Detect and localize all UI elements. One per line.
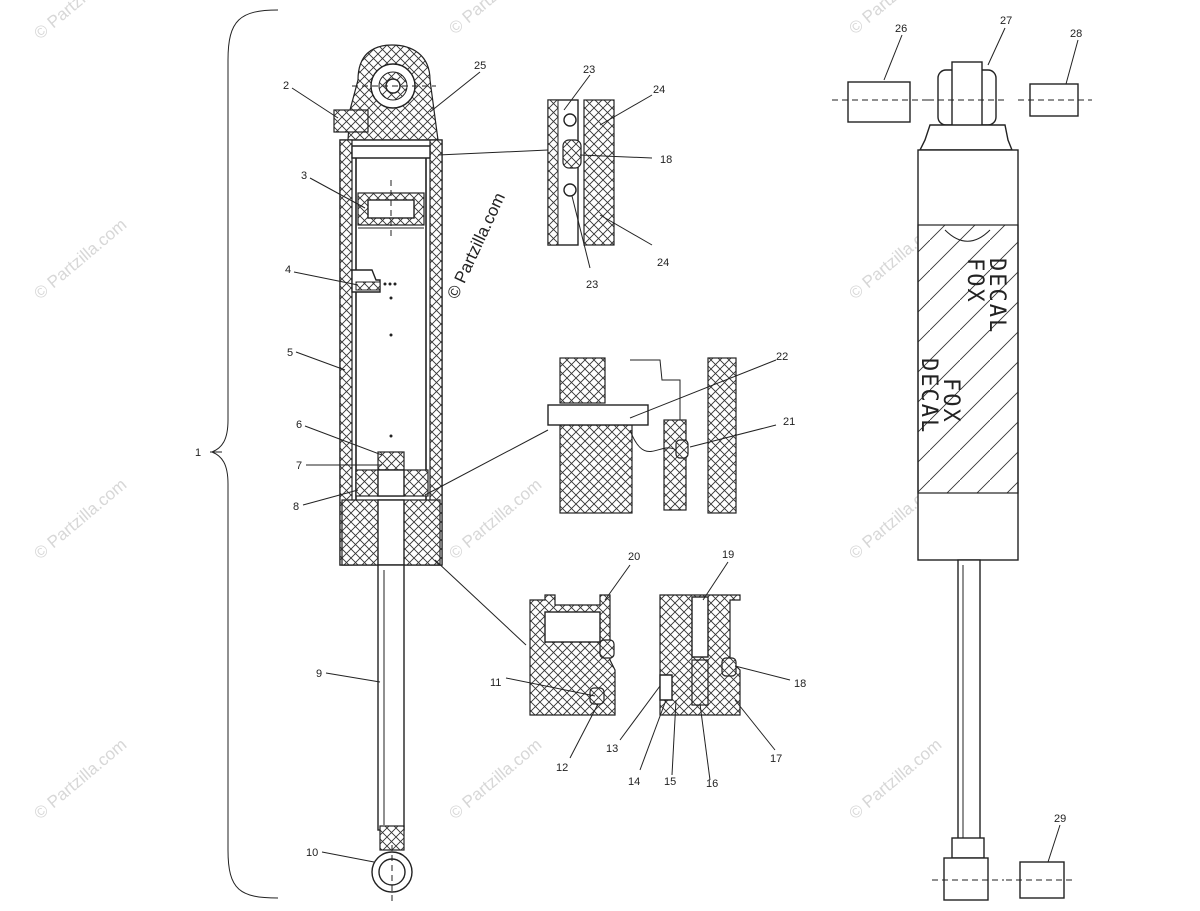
watermark-text: © Partzilla.com (845, 735, 945, 823)
callout-5: 5 (287, 347, 293, 359)
decal-label-line1: FOX (962, 258, 987, 304)
callout-labels: 1 2 3 4 5 6 7 8 9 10 11 12 13 14 15 16 1… (195, 15, 1082, 859)
callout-2: 2 (283, 80, 289, 92)
watermark-text: © Partzilla.com (30, 735, 130, 823)
callout-23: 23 (583, 64, 595, 76)
callout-26: 26 (895, 23, 907, 35)
callout-8: 8 (293, 501, 299, 513)
callout-19: 19 (722, 549, 734, 561)
callout-25: 25 (474, 60, 486, 72)
callout-1: 1 (195, 447, 201, 459)
callout-21: 21 (783, 416, 795, 428)
detail-piston-seal (424, 357, 737, 514)
callout-17: 17 (770, 753, 782, 765)
callout-24: 24 (653, 84, 665, 96)
decal-label-line2: DECAL (984, 258, 1009, 334)
watermark-text: © Partzilla.com (445, 735, 545, 823)
shock-external-view: FOX DECAL FOX DECAL (832, 61, 1092, 901)
decal-label-line1: FOX (938, 378, 963, 424)
callout-6: 6 (296, 419, 302, 431)
callout-16: 16 (706, 778, 718, 790)
callout-24: 24 (657, 257, 669, 269)
callout-20: 20 (628, 551, 640, 563)
watermark-text: © Partzilla.com (445, 475, 545, 563)
watermark-text: © Partzilla.com (30, 215, 130, 303)
callout-4: 4 (285, 264, 291, 276)
callout-23: 23 (586, 279, 598, 291)
callout-7: 7 (296, 460, 302, 472)
callout-10: 10 (306, 847, 318, 859)
callout-12: 12 (556, 762, 568, 774)
decal-label-line2: DECAL (916, 358, 941, 434)
watermark-layer: © Partzilla.com © Partzilla.com © Partzi… (30, 0, 945, 823)
detail-seal-head (434, 559, 741, 716)
callout-18: 18 (660, 154, 672, 166)
watermark-text: © Partzilla.com (30, 475, 130, 563)
callout-14: 14 (628, 776, 640, 788)
callout-15: 15 (664, 776, 676, 788)
leader-lines (210, 27, 1079, 863)
assembly-brace (210, 9, 279, 899)
callout-13: 13 (606, 743, 618, 755)
callout-18: 18 (794, 678, 806, 690)
watermark-text: © Partzilla.com (445, 0, 545, 38)
detail-top-seal (437, 99, 615, 246)
callout-11: 11 (490, 677, 501, 689)
watermark-text: © Partzilla.com (443, 190, 509, 302)
shock-cross-section (333, 44, 443, 905)
callout-29: 29 (1054, 813, 1066, 825)
callout-9: 9 (316, 668, 322, 680)
callout-27: 27 (1000, 15, 1012, 27)
callout-3: 3 (301, 170, 307, 182)
watermark-text: © Partzilla.com (30, 0, 130, 43)
callout-22: 22 (776, 351, 788, 363)
callout-28: 28 (1070, 28, 1082, 40)
